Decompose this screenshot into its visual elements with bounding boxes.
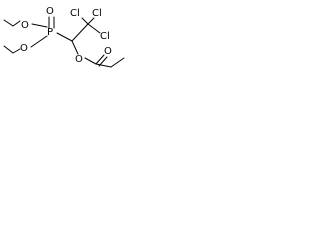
bond-ethyl-upper-ch2	[12, 20, 21, 27]
atom-cl-top-left: Cl	[70, 8, 80, 19]
atom-phosphorus: P	[47, 27, 53, 38]
bond-o-p-lower	[30, 35, 48, 48]
bond-ethyl-lower-ch3	[3, 45, 14, 54]
bond-ch2-ch3	[110, 57, 125, 68]
atom-o-ester-acyl: O	[75, 54, 83, 65]
atom-cl-right: Cl	[100, 31, 110, 42]
chemical-structure-diagram: Cl Cl Cl O P O O O O	[3, 6, 125, 68]
bond-c-o-double-a	[95, 54, 105, 65]
bond-o-p-upper	[31, 23, 48, 28]
bond-ethyl-lower-ch2	[12, 48, 21, 54]
bond-p-c	[56, 32, 73, 42]
bond-c-ccl3	[71, 23, 89, 42]
bond-c-o-ester	[71, 40, 79, 55]
atom-o-ester-upper: O	[21, 20, 29, 31]
bond-ccl3-cl-top-right	[87, 17, 95, 25]
atom-o-carbonyl: O	[104, 46, 112, 57]
atom-o-ester-lower: O	[20, 43, 28, 54]
atom-cl-top-right: Cl	[92, 8, 102, 19]
atom-o-phosphoryl: O	[46, 6, 54, 17]
bond-carbonyl-ch2	[95, 63, 112, 68]
bond-ccl3-cl-top-left	[81, 17, 89, 25]
bond-ethyl-upper-ch3	[3, 19, 14, 27]
bond-o-c-carbonyl	[84, 57, 97, 65]
bond-ccl3-cl-right	[87, 23, 101, 34]
